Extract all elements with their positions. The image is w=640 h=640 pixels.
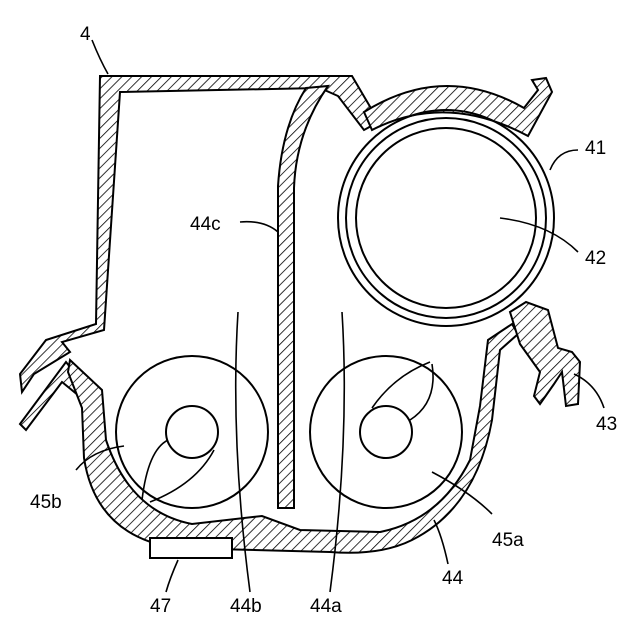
drum-cover xyxy=(364,78,552,136)
label-screw-a: 45a xyxy=(492,530,524,551)
label-screw-b: 45b xyxy=(30,492,62,513)
blade-holder xyxy=(510,302,580,406)
partition-wall xyxy=(278,86,328,508)
leader-44 xyxy=(434,520,448,564)
label-developer-container: 44 xyxy=(442,568,464,589)
screw-a-shaft xyxy=(360,406,412,458)
label-drum-core: 42 xyxy=(585,248,606,269)
label-blade: 43 xyxy=(596,414,617,435)
label-chamber-a: 44a xyxy=(310,596,342,617)
label-housing: 4 xyxy=(80,24,91,45)
label-photoreceptor-drum: 41 xyxy=(585,138,606,159)
drum-outer-ring xyxy=(338,110,554,326)
screw-b-blade xyxy=(142,440,214,502)
drum-inner-ring xyxy=(346,118,546,318)
label-sensor: 47 xyxy=(150,596,171,617)
leader-47 xyxy=(166,560,178,592)
label-chamber-b: 44b xyxy=(230,596,262,617)
leader-44c xyxy=(240,222,278,232)
leader-41 xyxy=(550,150,578,170)
screw-a-circle xyxy=(310,356,462,508)
screw-b-shaft xyxy=(166,406,218,458)
leader-42 xyxy=(500,218,578,252)
label-partition-wall: 44c xyxy=(190,214,221,235)
sensor xyxy=(150,538,232,558)
leader-4 xyxy=(92,40,108,74)
screw-b-circle xyxy=(116,356,268,508)
drum-core xyxy=(356,128,536,308)
